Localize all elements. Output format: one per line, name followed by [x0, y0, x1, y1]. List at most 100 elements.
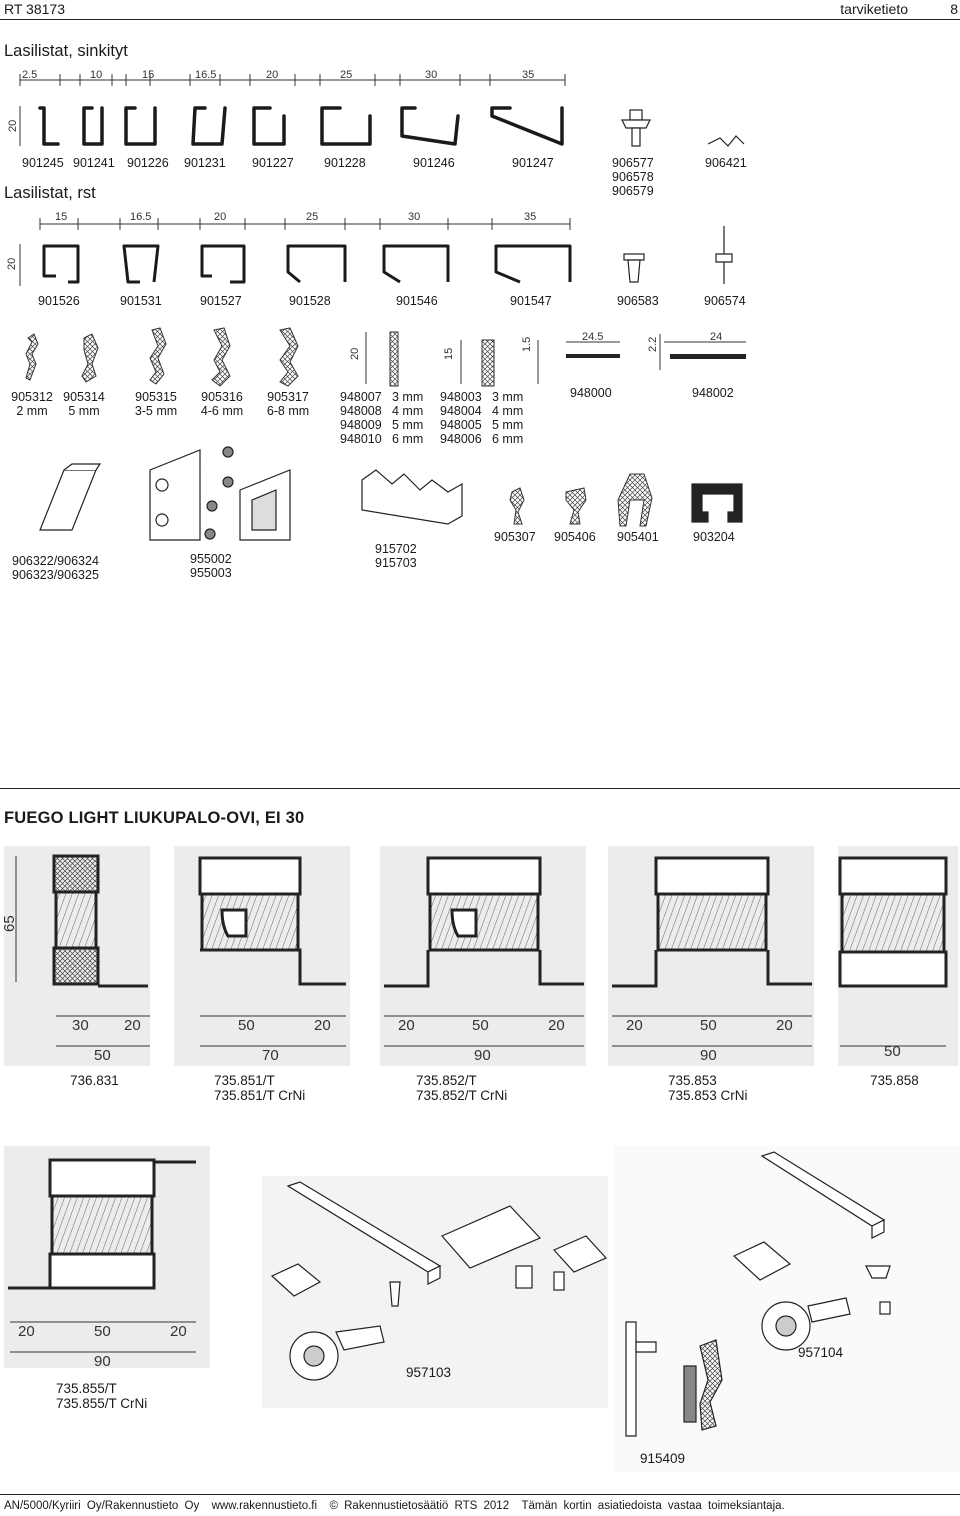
shim-code: 948004 — [440, 404, 482, 418]
doc-id: RT 38173 — [4, 1, 65, 17]
footer-url[interactable]: www.rakennustieto.fi — [211, 1500, 318, 1512]
shimB-height: 15 — [443, 348, 455, 360]
rst-dim-0: 15 — [55, 211, 67, 223]
kit-code-1: 957104 — [798, 1345, 844, 1360]
p4-dim-top-2: 20 — [776, 1017, 793, 1034]
galv-code-3: 901231 — [184, 156, 226, 170]
seal-size: 6-8 mm — [266, 404, 310, 418]
acc-a1-1: 906323/906325 — [12, 568, 99, 582]
p855-code-1: 735.855/T CrNi — [56, 1396, 148, 1411]
tape0-width: 24.5 — [582, 331, 603, 343]
p3-dim-top-0: 20 — [398, 1017, 415, 1034]
clip-code: 906421 — [705, 156, 747, 170]
shim-size: 6 mm — [392, 432, 424, 446]
p5-dim-bottom: 50 — [884, 1043, 901, 1060]
shim-code: 948010 — [340, 432, 382, 446]
fuego-height: 65 — [1, 915, 18, 932]
fuego-title: FUEGO LIGHT LIUKUPALO-OVI, EI 30 — [4, 809, 305, 827]
shim-size: 5 mm — [392, 418, 424, 432]
galv-dim-3: 16.5 — [195, 69, 216, 81]
tape-code-1: 948002 — [692, 386, 734, 400]
acc-a2-0: 955002 — [190, 552, 232, 566]
kit-code-2: 915409 — [640, 1451, 686, 1466]
screw-code-2: 906579 — [612, 184, 654, 198]
shim-code: 948003 — [440, 390, 482, 404]
rst-dim-4: 30 — [408, 211, 420, 223]
seal-size: 5 mm — [68, 404, 100, 418]
rst-code-4: 901546 — [396, 294, 438, 308]
rst-code-3: 901528 — [289, 294, 331, 308]
page-header: RT 38173 tarviketieto 8 — [0, 0, 960, 20]
p1-dim-top-1: 20 — [124, 1017, 141, 1034]
shim-code: 948007 — [340, 390, 382, 404]
p2-code-0: 735.851/T — [214, 1073, 275, 1088]
p4-code-1: 735.853 CrNi — [668, 1088, 748, 1103]
acc-a2-1: 955003 — [190, 566, 232, 580]
section-title-galv: Lasilistat, sinkityt — [4, 42, 128, 60]
acc-a4-3: 903204 — [693, 530, 735, 544]
galv-code-4: 901227 — [252, 156, 294, 170]
p4-dim-bottom: 90 — [700, 1047, 717, 1064]
seal-size: 4-6 mm — [200, 404, 244, 418]
galv-dim-1: 10 — [90, 69, 102, 81]
p855-dim-top-0: 20 — [18, 1323, 35, 1340]
rst-dim-5: 35 — [524, 211, 536, 223]
galv-code-7: 901247 — [512, 156, 554, 170]
seals-drawing: 20 15 1.5 24.5 2.2 24 — [25, 327, 746, 387]
footer-copyright: © Rakennustietosäätiö RTS 2012 — [329, 1500, 510, 1512]
shim-code: 948009 — [340, 418, 382, 432]
screw-code-0: 906577 — [612, 156, 654, 170]
rst-code-0: 901526 — [38, 294, 80, 308]
acc-a4-0: 905307 — [494, 530, 536, 544]
acc-a1-0: 906322/906324 — [12, 554, 99, 568]
p4-dim-top-1: 50 — [700, 1017, 717, 1034]
galv-code-5: 901228 — [324, 156, 366, 170]
acc-a3-0: 915702 — [375, 542, 417, 556]
fuego-profiles-drawing: 65 30 20 50 50 — [1, 846, 958, 1066]
seal-code: 905312 — [11, 390, 53, 404]
galv-profiles-drawing: 2.5 10 15 16.5 20 25 30 35 20 — [7, 69, 745, 147]
galv-code-6: 901246 — [413, 156, 455, 170]
rst-code-7: 906574 — [704, 294, 746, 308]
galv-dim-4: 20 — [266, 69, 278, 81]
seal-code: 905316 — [201, 390, 243, 404]
tape1-width: 24 — [710, 331, 722, 343]
shim-size: 4 mm — [492, 404, 524, 418]
acc-a3-1: 915703 — [375, 556, 417, 570]
p855-code-0: 735.855/T — [56, 1381, 117, 1396]
shimA-height: 20 — [349, 348, 361, 360]
galv-dim-5: 25 — [340, 69, 352, 81]
fuego-kits-drawing: 20 50 20 90 — [4, 1146, 960, 1472]
p1-dim-bottom: 50 — [94, 1047, 111, 1064]
rst-dim-3: 25 — [306, 211, 318, 223]
seal-code: 905317 — [267, 390, 309, 404]
screw-code-1: 906578 — [612, 170, 654, 184]
tape0-thick: 1.5 — [521, 337, 533, 352]
seal-size: 2 mm — [16, 404, 48, 418]
rst-code-5: 901547 — [510, 294, 552, 308]
p5-code-0: 735.858 — [870, 1073, 919, 1088]
tape1-thick: 2.2 — [647, 337, 659, 352]
p2-dim-top-0: 50 — [238, 1017, 255, 1034]
p4-code-0: 735.853 — [668, 1073, 717, 1088]
rst-profiles-drawing: 15 16.5 20 25 30 35 20 — [6, 211, 733, 286]
shim-size: 6 mm — [492, 432, 524, 446]
galv-code-2: 901226 — [127, 156, 169, 170]
seal-code: 905315 — [135, 390, 177, 404]
shim-size: 3 mm — [392, 390, 424, 404]
footer-divider — [0, 1494, 960, 1495]
galv-dim-0: 2.5 — [22, 69, 37, 81]
p3-dim-top-1: 50 — [472, 1017, 489, 1034]
rst-code-1: 901531 — [120, 294, 162, 308]
acc-a4-2: 905401 — [617, 530, 659, 544]
p3-code-1: 735.852/T CrNi — [416, 1088, 508, 1103]
p3-dim-bottom: 90 — [474, 1047, 491, 1064]
rst-code-6: 906583 — [617, 294, 659, 308]
page-number: 8 — [950, 1, 958, 17]
footer-publisher: AN/5000/Kyriiri Oy/Rakennustieto Oy — [4, 1500, 200, 1512]
